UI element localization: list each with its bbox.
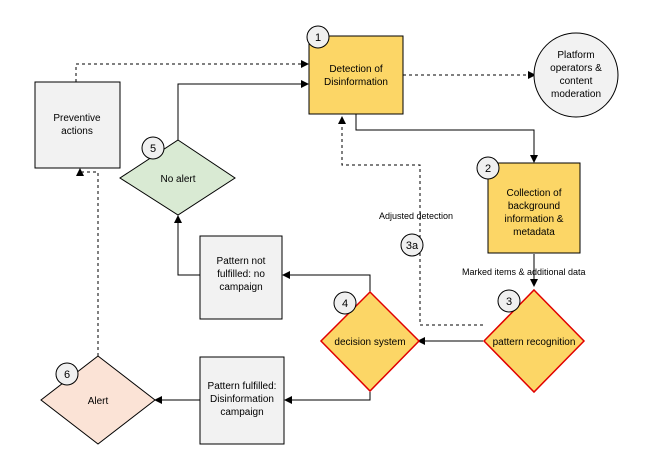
badge-3-label: 3 xyxy=(506,296,512,308)
collection-label-4: metadata xyxy=(513,227,555,238)
badge-3a: 3a xyxy=(400,233,424,257)
node-decision-system: decision system xyxy=(319,290,421,393)
badge-3: 3 xyxy=(497,289,521,313)
edge-decision-to-notfulfilled xyxy=(282,271,371,292)
detection-label-2: Disinformation xyxy=(324,77,388,88)
platform-label-3: content xyxy=(560,76,593,87)
edge-label-adjusted-detection: Adjusted detection xyxy=(379,211,453,221)
badge-1: 1 xyxy=(306,25,330,49)
fulfilled-label-1: Pattern fulfilled: xyxy=(208,381,277,392)
not-fulfilled-label-1: Pattern not xyxy=(217,256,266,267)
fulfilled-label-2: Disinformation xyxy=(210,394,274,405)
alert-label: Alert xyxy=(88,396,109,407)
collection-label-3: information & xyxy=(505,214,564,225)
edge-alert-to-preventive xyxy=(76,168,99,356)
node-preventive: Preventive actions xyxy=(34,81,121,169)
badge-5-label: 5 xyxy=(150,143,156,155)
badge-5: 5 xyxy=(141,136,165,160)
badge-4: 4 xyxy=(333,291,357,315)
edge-noalert-to-detection xyxy=(177,80,309,140)
no-alert-label: No alert xyxy=(160,174,195,185)
preventive-label-1: Preventive xyxy=(53,113,101,124)
fulfilled-label-3: campaign xyxy=(220,407,263,418)
edge-decision-to-fulfilled xyxy=(284,392,371,404)
edges xyxy=(75,60,538,404)
platform-label-1: Platform xyxy=(557,50,594,61)
badge-1-label: 1 xyxy=(315,32,321,44)
node-platform: Platform operators & content moderation xyxy=(533,32,619,118)
edge-preventive-to-detection xyxy=(75,60,309,82)
badge-6: 6 xyxy=(55,362,79,386)
edge-label-marked-items: Marked items & additional data xyxy=(462,267,586,277)
node-no-alert: No alert xyxy=(119,139,236,216)
detection-label-1: Detection of xyxy=(329,64,383,75)
badge-4-label: 4 xyxy=(342,298,348,310)
platform-label-4: moderation xyxy=(551,89,601,100)
node-collection: Collection of background information & m… xyxy=(487,162,581,254)
collection-label-2: background xyxy=(508,201,560,212)
node-pattern-recognition: pattern recognition xyxy=(482,288,586,394)
badge-6-label: 6 xyxy=(64,369,70,381)
badge-2: 2 xyxy=(476,156,500,180)
edge-adjusted-detection xyxy=(338,116,483,326)
platform-label-2: operators & xyxy=(550,63,602,74)
preventive-label-2: actions xyxy=(61,126,93,137)
badge-3a-label: 3a xyxy=(406,240,419,252)
node-not-fulfilled: Pattern not fulfilled: no campaign xyxy=(199,235,283,320)
collection-label-1: Collection of xyxy=(506,188,561,199)
decision-system-label: decision system xyxy=(334,337,405,348)
badge-2-label: 2 xyxy=(485,163,491,175)
not-fulfilled-label-2: fulfilled: no xyxy=(217,269,265,280)
node-detection: Detection of Disinformation xyxy=(308,35,404,115)
edge-detection-to-collection xyxy=(355,114,538,163)
edge-notfulfilled-to-noalert xyxy=(174,215,200,276)
not-fulfilled-label-3: campaign xyxy=(219,282,262,293)
pattern-recognition-label: pattern recognition xyxy=(493,337,576,348)
node-fulfilled: Pattern fulfilled: Disinformation campai… xyxy=(199,356,285,445)
